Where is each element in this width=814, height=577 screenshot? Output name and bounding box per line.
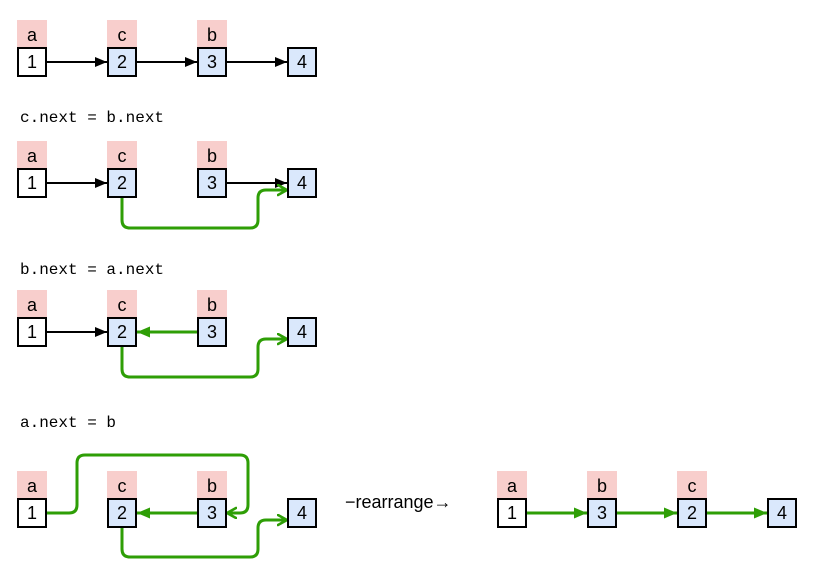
pointer-label-b-row1: b — [197, 20, 227, 47]
code-line-step1: c.next = b.next — [20, 109, 165, 127]
code-line-step3: a.next = b — [20, 414, 117, 432]
list-node-row1-2: 2 — [107, 47, 137, 77]
pointer-label-a-row2: a — [17, 141, 47, 168]
pointer-label-c-row1: c — [107, 20, 137, 47]
pointer-label-c-row3: c — [107, 290, 137, 317]
list-node-row3-2: 2 — [107, 317, 137, 347]
green-loop-row2-2to4-icon — [120, 190, 287, 230]
pointer-label-c-row4: c — [107, 471, 137, 498]
list-node-row1-3: 3 — [197, 47, 227, 77]
list-node-row1-4: 4 — [287, 47, 317, 77]
pointer-label-a-row3: a — [17, 290, 47, 317]
list-node-row4-1: 1 — [17, 498, 47, 528]
list-node-row3-1: 1 — [17, 317, 47, 347]
list-node-row2-4: 4 — [287, 168, 317, 198]
list-node-row4-4: 4 — [287, 498, 317, 528]
pointer-label-c-row2: c — [107, 141, 137, 168]
pointer-label-a-row1: a — [17, 20, 47, 47]
pointer-label-b-result: b — [587, 471, 617, 498]
pointer-label-a-row4: a — [17, 471, 47, 498]
list-node-row4-3: 3 — [197, 498, 227, 528]
list-node-result-4: 4 — [767, 498, 797, 528]
list-node-result-1: 1 — [497, 498, 527, 528]
green-arrow-row4-1to3-icon — [47, 453, 250, 513]
rearrange-arrow-label: −rearrange→ — [345, 492, 452, 512]
list-node-result-2: 2 — [677, 498, 707, 528]
list-node-row4-2: 2 — [107, 498, 137, 528]
list-node-row2-3: 3 — [197, 168, 227, 198]
list-node-result-3: 3 — [587, 498, 617, 528]
code-line-step2: b.next = a.next — [20, 261, 165, 279]
pointer-label-c-result: c — [677, 471, 707, 498]
list-node-row2-1: 1 — [17, 168, 47, 198]
pointer-label-b-row2: b — [197, 141, 227, 168]
list-node-row2-2: 2 — [107, 168, 137, 198]
pointer-label-a-result: a — [497, 471, 527, 498]
green-loop-row3-2to4-icon — [120, 339, 287, 379]
list-node-row1-1: 1 — [17, 47, 47, 77]
pointer-label-b-row3: b — [197, 290, 227, 317]
list-node-row3-3: 3 — [197, 317, 227, 347]
green-loop-row4-2to4-icon — [120, 520, 287, 559]
pointer-label-b-row4: b — [197, 471, 227, 498]
list-node-row3-4: 4 — [287, 317, 317, 347]
